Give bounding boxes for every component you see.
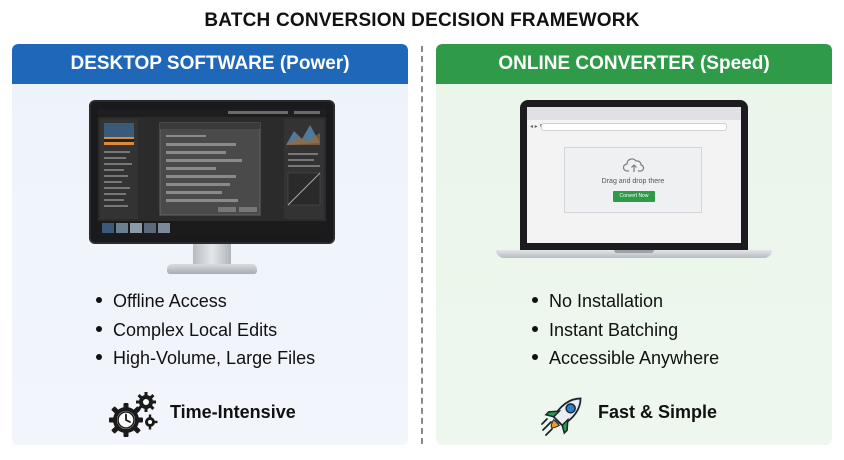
laptop-base bbox=[496, 250, 772, 258]
online-panel-header: ONLINE CONVERTER (Speed) bbox=[436, 44, 832, 84]
monitor-stand-base bbox=[167, 264, 257, 274]
list-item: Accessible Anywhere bbox=[532, 344, 719, 373]
bullet-dot bbox=[96, 354, 102, 361]
bullet-text: Accessible Anywhere bbox=[549, 348, 720, 368]
browser-address-bar bbox=[541, 123, 727, 131]
laptop-illustration: ◂ ▸ ↻ Drag and drop there Convert Now bbox=[496, 100, 772, 270]
laptop-lid: ◂ ▸ ↻ Drag and drop there Convert Now bbox=[520, 100, 748, 250]
bullet-dot bbox=[96, 325, 102, 332]
file-drop-zone: Drag and drop there Convert Now bbox=[564, 147, 702, 213]
online-bullet-list: No Installation Instant Batching Accessi… bbox=[532, 287, 719, 373]
bullet-dot bbox=[532, 354, 538, 361]
monitor-body bbox=[89, 100, 335, 244]
monitor-stand-neck bbox=[193, 244, 231, 266]
bullet-dot bbox=[96, 297, 102, 304]
convert-now-button: Convert Now bbox=[613, 191, 655, 202]
photo-editor-screen bbox=[98, 109, 326, 236]
list-item: Offline Access bbox=[96, 287, 315, 316]
list-item: Instant Batching bbox=[532, 316, 719, 345]
list-item: High-Volume, Large Files bbox=[96, 344, 315, 373]
browser-screen: ◂ ▸ ↻ Drag and drop there Convert Now bbox=[527, 107, 741, 243]
desktop-footer-label: Time-Intensive bbox=[170, 402, 296, 422]
bullet-text: Complex Local Edits bbox=[113, 319, 278, 340]
cloud-upload-icon bbox=[623, 158, 645, 172]
laptop-notch bbox=[614, 250, 654, 253]
desktop-software-panel: DESKTOP SOFTWARE (Power) bbox=[12, 44, 408, 445]
bullet-dot bbox=[532, 325, 538, 332]
online-converter-panel: ONLINE CONVERTER (Speed) ◂ ▸ ↻ Drag and … bbox=[436, 44, 832, 445]
browser-tab-bar bbox=[527, 107, 741, 120]
online-footer-label: Fast & Simple bbox=[598, 402, 718, 422]
photo-editor-ui-graphic bbox=[98, 109, 326, 236]
bullet-text: Offline Access bbox=[113, 291, 227, 311]
browser-nav-arrows: ◂ ▸ ↻ bbox=[530, 124, 545, 130]
bullet-text: Instant Batching bbox=[549, 319, 679, 340]
page-title: BATCH CONVERSION DECISION FRAMEWORK bbox=[204, 10, 640, 31]
desktop-panel-header: DESKTOP SOFTWARE (Power) bbox=[12, 44, 408, 84]
list-item: No Installation bbox=[532, 287, 719, 316]
list-item: Complex Local Edits bbox=[96, 316, 315, 345]
gears-clock-icon bbox=[109, 392, 158, 437]
drop-instructions: Drag and drop there bbox=[601, 178, 665, 185]
bullet-text: No Installation bbox=[549, 291, 664, 311]
center-divider bbox=[421, 46, 423, 444]
rocket-icon bbox=[541, 397, 582, 436]
bullet-dot bbox=[532, 297, 538, 304]
desktop-bullet-list: Offline Access Complex Local Edits High-… bbox=[96, 287, 315, 373]
desktop-monitor-illustration bbox=[89, 100, 335, 280]
bullet-text: High-Volume, Large Files bbox=[113, 348, 316, 368]
